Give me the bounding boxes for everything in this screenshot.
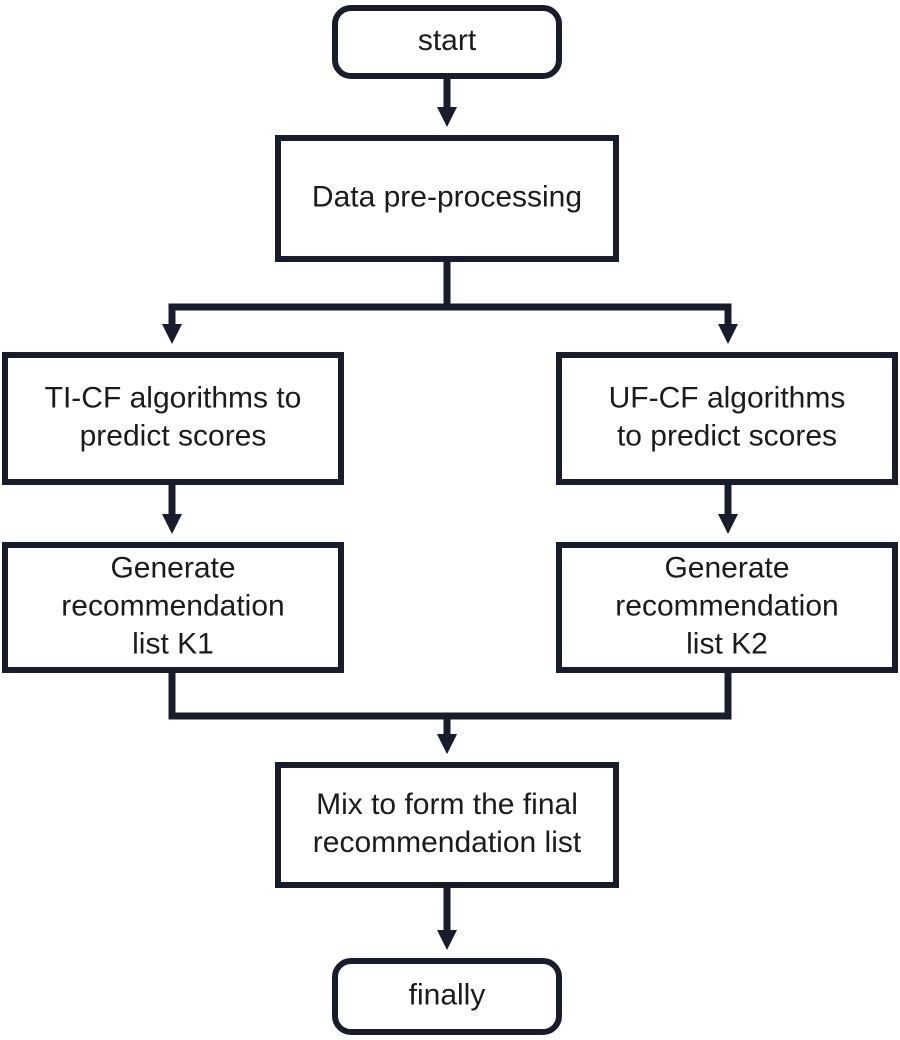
node-label-line: recommendation: [615, 589, 838, 622]
node-label-line: Mix to form the final: [316, 788, 578, 821]
node-generate-list-k1[interactable]: Generate recommendation list K1: [2, 542, 344, 673]
edge-line: [443, 262, 732, 324]
node-label-line: recommendation: [61, 589, 284, 622]
edge-data-pre-processing-to-ti-cf: [162, 262, 451, 344]
node-data-pre-processing[interactable]: Data pre-processing: [275, 135, 619, 262]
node-shape-rounded-rectangle: [332, 5, 562, 79]
node-label-start: start: [418, 24, 477, 57]
node-ti-cf-predict[interactable]: TI-CF algorithms to predict scores: [2, 352, 344, 485]
edge-layer: [162, 79, 738, 950]
edge-line: [168, 262, 451, 324]
node-finally[interactable]: finally: [332, 958, 562, 1035]
node-shape-rectangle: [2, 352, 344, 485]
edge-data-pre-processing-to-uf-cf: [443, 262, 738, 344]
node-label-line: start: [418, 24, 477, 57]
node-label-line: Generate: [664, 551, 789, 584]
node-label-line: Data pre-processing: [312, 180, 582, 213]
edge-line: [168, 673, 451, 734]
node-label-line: Generate: [110, 551, 235, 584]
node-label-line: UF-CF algorithms: [609, 381, 846, 414]
node-shape-rectangle: [275, 135, 619, 262]
edge-uf-cf-to-generate-list-k2: [718, 485, 738, 534]
node-label-line: predict scores: [80, 419, 267, 452]
node-label-line: TI-CF algorithms to: [45, 381, 302, 414]
node-shape-rectangle: [275, 762, 619, 888]
arrowhead-icon: [718, 514, 738, 534]
node-generate-list-k2[interactable]: Generate recommendation list K2: [556, 542, 898, 673]
node-label-line: recommendation list: [313, 826, 582, 859]
node-label-generate-list-k2: Generate recommendation list K2: [615, 551, 838, 660]
node-start[interactable]: start: [332, 5, 562, 79]
node-label-mix-final-list: Mix to form the final recommendation list: [313, 788, 582, 859]
edge-generate-list-k2-to-mix: [437, 673, 732, 754]
node-label-uf-cf-predict: UF-CF algorithms to predict scores: [609, 381, 846, 452]
edge-ti-cf-to-generate-list-k1: [162, 485, 182, 534]
node-label-ti-cf-predict: TI-CF algorithms to predict scores: [45, 381, 302, 452]
edge-line: [443, 673, 732, 734]
node-shape-rectangle: [556, 542, 898, 673]
node-label-finally: finally: [409, 978, 486, 1011]
node-label-line: list K1: [132, 627, 214, 660]
arrowhead-icon: [437, 107, 457, 127]
edge-generate-list-k1-to-mix: [168, 673, 457, 754]
node-label-generate-list-k1: Generate recommendation list K1: [61, 551, 284, 660]
arrowhead-icon: [162, 324, 182, 344]
node-label-line: list K2: [686, 627, 768, 660]
arrowhead-icon: [437, 930, 457, 950]
node-label-data-pre-processing: Data pre-processing: [312, 180, 582, 213]
node-shape-rectangle: [556, 352, 898, 485]
edge-mix-to-finally: [437, 888, 457, 950]
node-label-line: finally: [409, 978, 486, 1011]
node-shape-rounded-rectangle: [332, 958, 562, 1035]
edge-start-to-data-pre-processing: [437, 79, 457, 127]
arrowhead-icon: [718, 324, 738, 344]
arrowhead-icon: [162, 514, 182, 534]
node-mix-final-list[interactable]: Mix to form the final recommendation list: [275, 762, 619, 888]
node-shape-rectangle: [2, 542, 344, 673]
node-uf-cf-predict[interactable]: UF-CF algorithms to predict scores: [556, 352, 898, 485]
arrowhead-icon: [437, 734, 457, 754]
node-label-line: to predict scores: [617, 419, 837, 452]
